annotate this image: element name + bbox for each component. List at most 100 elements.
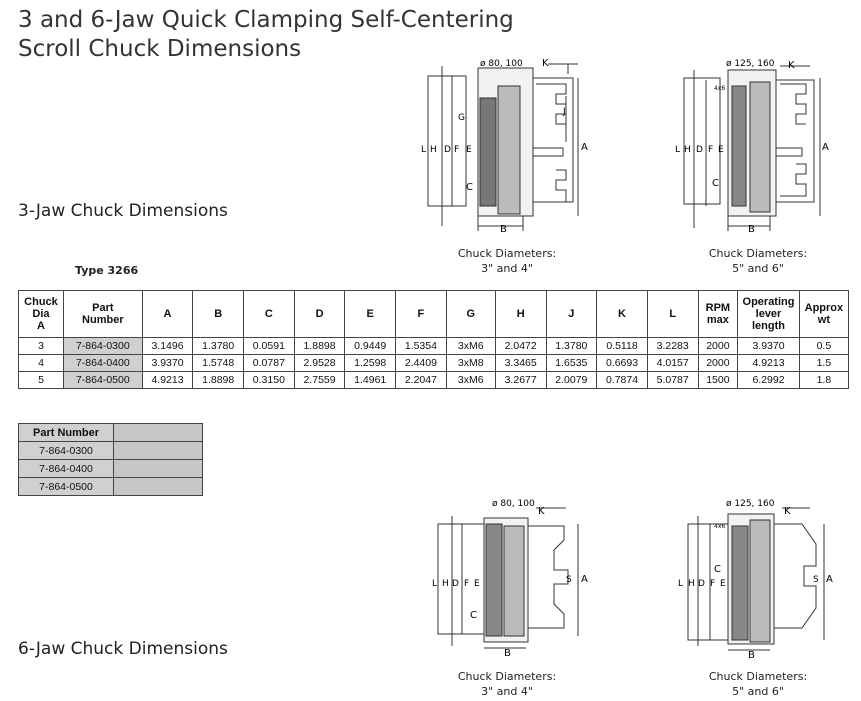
label-C: C [466,182,473,193]
list-item: 7-864-0300 [18,441,203,460]
spec-header-cell: F [395,290,447,338]
part-number-value: 7-864-0500 [18,477,114,496]
label-D: D [696,145,703,155]
label-A: A [581,142,588,153]
label-H: H [430,145,437,155]
dia-label-6jaw-small: ø 80, 100 [492,499,535,509]
part-number-value: 7-864-0300 [18,441,114,460]
spec-cell: 3.3465 [494,354,547,372]
spec-cell: 1.5354 [395,337,447,355]
spec-cell: 2000 [697,337,739,355]
spec-header-line: Dia [32,308,50,320]
spec-header-line: lever [755,308,782,320]
spec-cell: 2.4409 [395,354,447,372]
spec-header-line: wt [817,314,830,326]
label-D: D [698,579,705,589]
spec-header-line: Chuck [24,296,58,308]
label-K: K [784,506,791,517]
spec-cell: 0.7874 [596,371,648,389]
spec-header-cell: C [243,290,295,338]
spec-cell: 3xM6 [445,371,496,389]
spec-header-line: C [264,308,273,320]
spec-header-cell: K [596,290,648,338]
dia-label-3jaw-large: ø 125, 160 [726,59,775,69]
label-F: F [464,579,469,589]
label-C: C [714,564,721,575]
spec-cell: 4 [18,354,64,372]
diagram-3jaw-large: ø 125, 160 K 4x6 A B C L H D F E [675,59,829,235]
label-K: K [538,506,545,517]
dia-label-3jaw-small: ø 80, 100 [480,59,523,69]
spec-header-line: Approx [804,302,844,314]
caption-6jaw-large: Chuck Diameters: 5" and 6" [708,670,808,698]
spec-header-cell: D [293,290,346,338]
spec-header-line: B [214,308,223,320]
label-B: B [500,224,507,235]
spec-cell: 3.9370 [737,337,800,355]
caption-6jaw-small: Chuck Diameters: 3" and 4" [457,670,557,698]
spec-cell: 4.0157 [646,354,699,372]
section-title-3jaw: 3-Jaw Chuck Dimensions [18,201,228,221]
part-number-header: Part Number [18,423,114,442]
spec-cell: 4.9213 [737,354,800,372]
spec-cell: 0.0787 [243,354,295,372]
spec-header-line: K [618,308,626,320]
spec-cell: 1.3780 [545,337,598,355]
label-B: B [748,224,755,235]
spec-header-line: Operating [742,296,795,308]
part-number-cell: 7-864-0300 [62,337,143,355]
spec-cell: 0.3150 [243,371,295,389]
label-A: A [826,574,833,585]
blank-cell [113,477,203,496]
spec-header-cell: E [344,290,397,338]
spec-cell: 1.2598 [344,354,397,372]
label-small-tag: 4x6 [714,85,725,92]
label-A: A [822,142,829,153]
label-L: L [675,145,680,155]
spec-cell: 0.6693 [596,354,648,372]
label-L: L [432,579,437,589]
spec-header-cell: H [494,290,547,338]
spec-cell: 5.0787 [646,371,699,389]
label-L: L [678,579,683,589]
spec-cell: 0.0591 [243,337,295,355]
spec-header-line: F [417,308,425,320]
spec-cell: 2000 [697,354,739,372]
spec-cell: 3.1496 [141,337,194,355]
label-E: E [718,145,724,155]
spec-cell: 3xM8 [445,354,496,372]
spec-header-line: G [466,308,476,320]
label-H: H [442,579,449,589]
spec-header-line: E [366,308,374,320]
type-label: Type 3266 [75,264,139,277]
blank-cell [113,441,203,460]
spec-cell: 2.9528 [293,354,346,372]
part-number-cell: 7-864-0400 [62,354,143,372]
label-S: S [813,575,819,585]
part-number-header-row: Part Number [18,423,203,442]
spec-cell: 2.0079 [545,371,598,389]
label-B: B [504,648,511,659]
spec-header-cell: J [545,290,598,338]
diagram-6jaw-small: ø 80, 100 K S A B C L H D F E [432,499,588,659]
spec-header-line: A [37,320,45,332]
spec-cell: 5 [18,371,64,389]
page-title: 3 and 6-Jaw Quick Clamping Self-Centerin… [18,6,514,64]
label-K: K [788,60,795,71]
spec-cell: 1.4961 [344,371,397,389]
label-S: S [566,575,572,585]
spec-header-cell: A [141,290,194,338]
spec-cell: 3.9370 [141,354,194,372]
diagram-6jaw-large: ø 125, 160 K 4x6 S A B C L H D F E [678,499,833,661]
part-number-value: 7-864-0400 [18,459,114,478]
spec-header-cell: B [192,290,245,338]
